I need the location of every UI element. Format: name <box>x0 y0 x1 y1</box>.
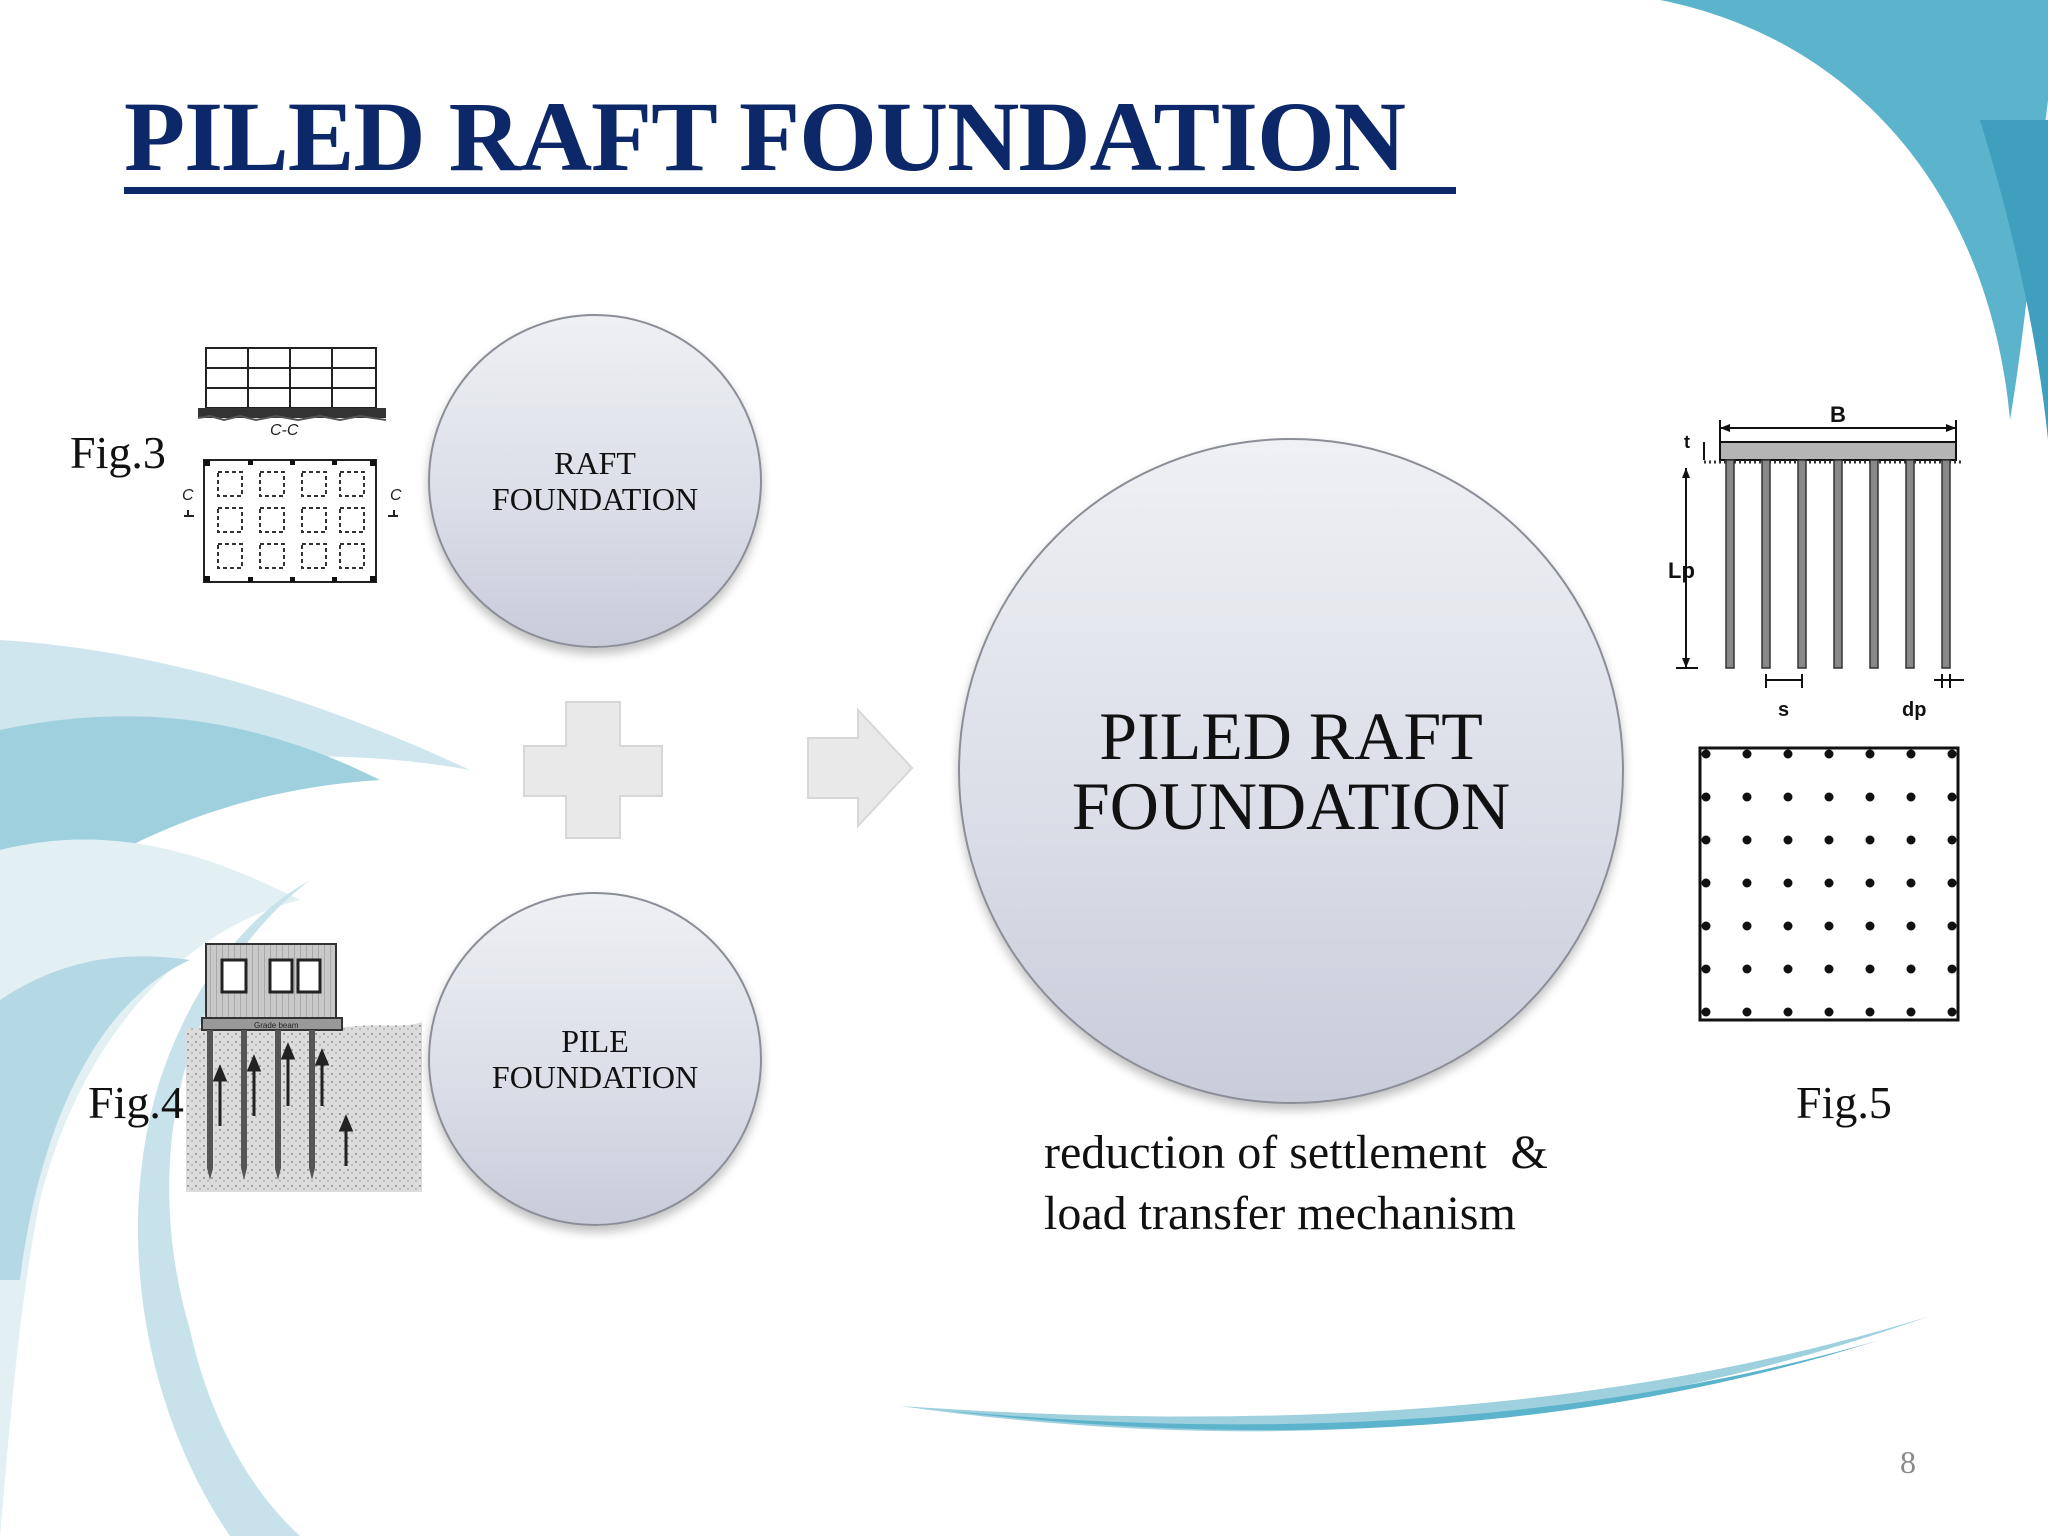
pile-dot <box>1824 749 1834 759</box>
pile-dot <box>1783 792 1793 802</box>
fig4-label: Fig.4 <box>88 1077 184 1128</box>
fig4-pile-drawing: Grade beam <box>186 943 422 1192</box>
caption-line-2: load transfer mechanism <box>1044 1187 1516 1240</box>
pile-foundation-node: PILE FOUNDATION <box>428 892 762 1226</box>
raft-foundation-node: RAFT FOUNDATION <box>428 314 762 648</box>
pile-dot <box>1824 964 1834 974</box>
piled-raft-foundation-node: PILED RAFT FOUNDATION <box>958 438 1624 1104</box>
title-underline <box>124 187 1456 194</box>
pile-dot <box>1701 878 1711 888</box>
pile-dot <box>1947 921 1957 931</box>
pile-dot <box>1742 835 1752 845</box>
pile-dot <box>1742 792 1752 802</box>
pile-dot <box>1865 921 1875 931</box>
pile-dot <box>1824 921 1834 931</box>
pile-dot <box>1742 1007 1752 1017</box>
fig5-pile-layout-plan <box>1698 746 1960 1022</box>
right-arrow-icon <box>807 707 914 829</box>
fig3-cut-mark-left: C <box>182 487 194 504</box>
pile-dot <box>1947 878 1957 888</box>
pile-dot <box>1824 1007 1834 1017</box>
pile-dot <box>1701 921 1711 931</box>
pile-dot <box>1906 835 1916 845</box>
pile-dot <box>1824 792 1834 802</box>
plus-icon <box>523 701 663 839</box>
pile-dot <box>1865 964 1875 974</box>
pile-dot <box>1742 964 1752 974</box>
pile-dot <box>1701 1007 1711 1017</box>
pile-dot <box>1783 1007 1793 1017</box>
pile-dot <box>1947 964 1957 974</box>
pile-dot <box>1947 835 1957 845</box>
pile-dot <box>1906 878 1916 888</box>
pile-dot <box>1906 964 1916 974</box>
pile-dot <box>1824 835 1834 845</box>
pile-dot <box>1701 792 1711 802</box>
pile-dot <box>1701 749 1711 759</box>
pile-dot <box>1865 835 1875 845</box>
pile-dot <box>1783 749 1793 759</box>
slide-title: PILED RAFT FOUNDATION <box>124 81 1406 192</box>
piled-raft-foundation-label: PILED RAFT FOUNDATION <box>1071 698 1511 844</box>
fig5-piled-raft-section: B t Lp s dp <box>1668 402 1964 721</box>
pile-dot <box>1742 921 1752 931</box>
page-number: 8 <box>1900 1444 1916 1480</box>
pile-dot <box>1865 878 1875 888</box>
caption-line-1: reduction of settlement & <box>1044 1126 1548 1179</box>
fig5-dim-diameter: dp <box>1902 699 1926 721</box>
pile-dot <box>1701 835 1711 845</box>
fig3-label: Fig.3 <box>70 427 166 478</box>
pile-dot <box>1742 878 1752 888</box>
pile-dot <box>1947 749 1957 759</box>
fig3-raft-drawing: C-C C C <box>182 347 402 583</box>
fig5-dim-width: B <box>1830 402 1846 427</box>
fig3-cut-mark-right: C <box>390 487 402 504</box>
pile-dot <box>1742 749 1752 759</box>
pile-dot <box>1906 749 1916 759</box>
pile-dot <box>1865 749 1875 759</box>
fig4-beam-label: Grade beam <box>254 1021 299 1030</box>
pile-dot <box>1824 878 1834 888</box>
fig5-dim-length: Lp <box>1668 558 1695 583</box>
pile-dot <box>1947 1007 1957 1017</box>
fig5-label: Fig.5 <box>1796 1077 1892 1128</box>
pile-dot <box>1906 1007 1916 1017</box>
pile-dot <box>1783 921 1793 931</box>
raft-foundation-label: RAFT FOUNDATION <box>491 445 699 517</box>
pile-dot <box>1701 964 1711 974</box>
fig5-dim-spacing: s <box>1778 699 1789 721</box>
pile-dot <box>1865 792 1875 802</box>
caption: reduction of settlement & load transfer … <box>1044 1122 1604 1244</box>
pile-dot <box>1906 792 1916 802</box>
fig3-section-label: C-C <box>270 422 299 439</box>
pile-dot <box>1783 878 1793 888</box>
pile-foundation-label: PILE FOUNDATION <box>491 1023 699 1095</box>
pile-dot <box>1906 921 1916 931</box>
pile-dot <box>1783 835 1793 845</box>
fig5-dim-thickness: t <box>1684 432 1690 452</box>
pile-dot <box>1947 792 1957 802</box>
pile-dot <box>1865 1007 1875 1017</box>
pile-dot <box>1783 964 1793 974</box>
